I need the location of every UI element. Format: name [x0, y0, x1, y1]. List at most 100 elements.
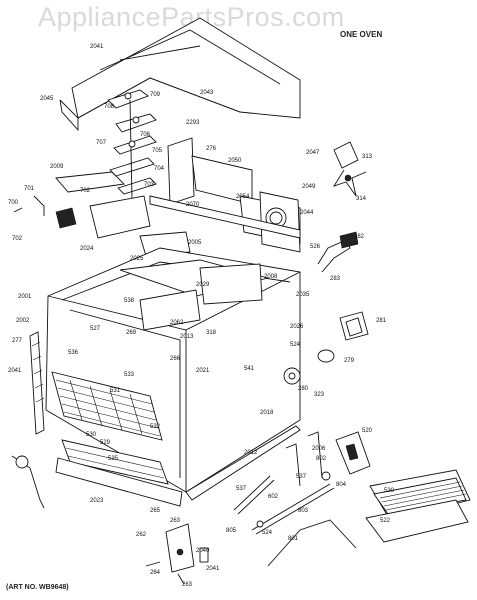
part-label: 2013 [180, 334, 194, 340]
gas-manifold-part [233, 471, 357, 567]
part-label: 527 [90, 326, 101, 332]
part-label: 537 [296, 474, 307, 480]
part-label: 2005 [188, 240, 202, 246]
part-label: 2024 [80, 246, 94, 252]
part-label: 318 [206, 330, 217, 336]
part-label: 2023 [90, 498, 104, 504]
part-label: 804 [336, 482, 347, 488]
part-label: 538 [124, 298, 135, 304]
part-label: 533 [124, 372, 135, 378]
oven-rack-part [51, 371, 169, 485]
part-label: 2041 [90, 44, 104, 50]
part-label: 2035 [296, 292, 310, 298]
door-hinge-part [285, 431, 371, 487]
part-label: 2041 [8, 368, 22, 374]
part-label: 277 [12, 338, 23, 344]
burner-brackets-part [107, 89, 157, 201]
part-label: 2008 [264, 274, 278, 280]
part-label: 700 [8, 200, 19, 206]
part-label: 524 [290, 342, 301, 348]
part-label: 537 [236, 486, 247, 492]
part-label: 709 [150, 92, 161, 98]
oven-body-part [45, 247, 301, 493]
part-label: 703 [144, 182, 155, 188]
part-label: 269 [126, 330, 137, 336]
igniter-part [13, 195, 77, 229]
valve-knob-part [145, 523, 209, 585]
part-label: 2025 [130, 256, 144, 262]
part-label: 701 [24, 186, 35, 192]
part-label: 707 [96, 140, 107, 146]
part-label: 530 [86, 432, 97, 438]
part-label: 702 [12, 236, 23, 242]
element-connector-part [317, 231, 359, 273]
part-label: 2044 [300, 210, 314, 216]
part-label: 530 [384, 488, 395, 494]
part-label: 2050 [228, 158, 242, 164]
part-label: 2002 [16, 318, 30, 324]
part-label: 282 [354, 234, 365, 240]
part-label: 708 [104, 104, 115, 110]
part-label: 2041 [206, 566, 220, 572]
part-label: 520 [362, 428, 373, 434]
plate-2009-part [55, 171, 191, 257]
part-label: 531 [110, 388, 121, 394]
part-label: 805 [226, 528, 237, 534]
part-label: 803 [298, 508, 309, 514]
part-label: 2009 [50, 164, 64, 170]
part-label: 526 [310, 244, 321, 250]
side-trim-part [29, 331, 45, 435]
part-label: 280 [298, 386, 309, 392]
part-label: 801 [288, 536, 299, 542]
part-label: 702 [80, 188, 91, 194]
part-label: 529 [100, 440, 111, 446]
part-label: 2047 [306, 150, 320, 156]
part-label: 283 [330, 276, 341, 282]
light-socket-part [283, 311, 369, 385]
part-label: 2054 [236, 194, 250, 200]
part-label: 2045 [40, 96, 54, 102]
bottom-rail-part [55, 425, 301, 507]
convection-fan-part [332, 141, 367, 197]
part-label: 2012 [244, 450, 258, 456]
part-label: 281 [376, 318, 387, 324]
part-label: 2018 [260, 410, 274, 416]
part-label: 2021 [196, 368, 210, 374]
part-label: 2043 [200, 90, 214, 96]
top-cover-part [59, 17, 301, 132]
part-label: 524 [262, 530, 273, 536]
part-label: 2070 [186, 202, 200, 208]
part-label: 313 [362, 154, 373, 160]
part-label: 602 [268, 494, 279, 500]
part-label: 541 [244, 366, 255, 372]
part-label: 536 [68, 350, 79, 356]
art-number-label: (ART NO. WB9648) [6, 584, 69, 591]
part-label: 535 [108, 456, 119, 462]
part-label: 704 [154, 166, 165, 172]
part-label: 323 [314, 392, 325, 398]
part-label: 265 [150, 508, 161, 514]
part-label: 2062 [170, 320, 184, 326]
part-label: 802 [316, 456, 327, 462]
part-label: 706 [140, 132, 151, 138]
part-label: 2040 [196, 548, 210, 554]
part-label: 263 [182, 582, 193, 588]
back-panel-part [149, 137, 301, 253]
probe-part [11, 455, 45, 509]
part-label: 263 [170, 518, 181, 524]
part-label: 2001 [18, 294, 32, 300]
part-label: 264 [150, 570, 161, 576]
part-label: 2026 [290, 324, 304, 330]
part-label: 279 [344, 358, 355, 364]
part-label: 314 [356, 196, 367, 202]
part-label: 522 [380, 518, 391, 524]
part-label: 532 [150, 424, 161, 430]
broiler-pan-part [365, 469, 471, 543]
part-label: 2293 [186, 120, 200, 126]
part-label: 705 [152, 148, 163, 154]
part-label: 2006 [312, 446, 326, 452]
part-label: 262 [136, 532, 147, 538]
part-label: 266 [170, 356, 181, 362]
part-label: 2049 [302, 184, 316, 190]
